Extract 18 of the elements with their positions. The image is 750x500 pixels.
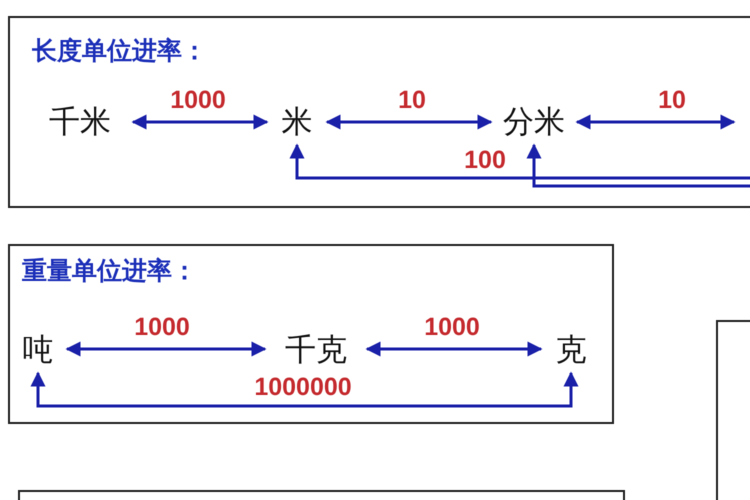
unit-label: 千克: [272, 328, 360, 372]
arrow: [132, 114, 268, 130]
section-box: [8, 16, 750, 208]
arrow: [526, 144, 750, 188]
arrow: [290, 144, 750, 180]
unit-label: 吨: [16, 328, 60, 372]
unit-label: 千米: [34, 100, 126, 144]
unit-label: 分米: [498, 100, 570, 144]
unit-label: 克: [548, 328, 594, 372]
arrow: [366, 342, 542, 356]
section-title: 长度单位进率：: [32, 38, 207, 63]
arrow: [576, 114, 736, 130]
unit-label: 米: [274, 100, 320, 144]
arrow: [66, 342, 266, 356]
arrow: [30, 372, 578, 408]
arrow: [326, 114, 492, 130]
section-box: [8, 244, 614, 424]
section-title: 重量单位进率：: [22, 258, 197, 283]
